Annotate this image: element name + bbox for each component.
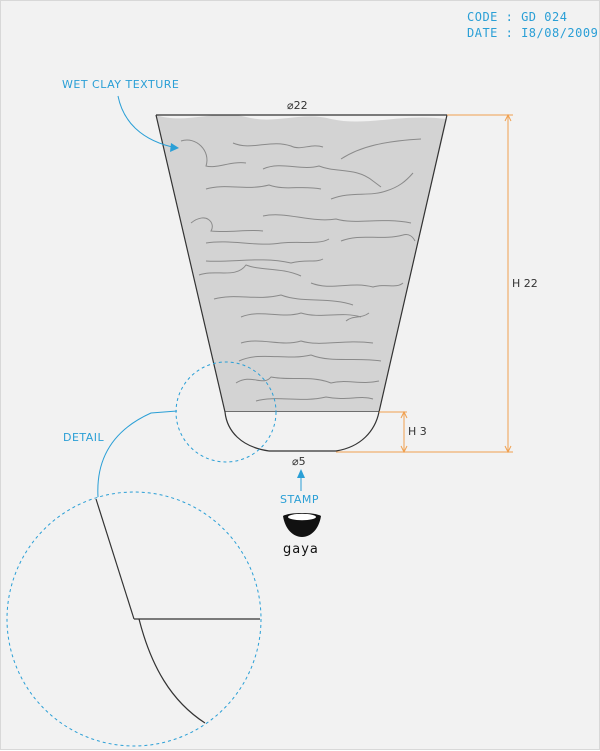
height-dimension-lines bbox=[336, 113, 513, 454]
texture-callout-arrow bbox=[117, 95, 179, 152]
detail-label: DETAIL bbox=[63, 431, 105, 444]
top-diameter-label: ⌀22 bbox=[287, 99, 308, 112]
pot-body bbox=[155, 114, 448, 413]
height-label: H 22 bbox=[512, 277, 538, 290]
gaya-logo: gaya bbox=[283, 513, 321, 557]
stamp-label: STAMP bbox=[280, 493, 319, 506]
texture-label: WET CLAY TEXTURE bbox=[62, 78, 179, 91]
foot-height-label: H 3 bbox=[408, 425, 427, 438]
detail-focus-circle bbox=[175, 361, 277, 463]
detail-magnified-view bbox=[6, 491, 262, 747]
clay-texture-lines bbox=[180, 138, 422, 402]
date-label: DATE : I8/08/2009 bbox=[467, 26, 598, 40]
pot-foot bbox=[224, 411, 380, 452]
stamp-callout-arrow bbox=[297, 469, 305, 491]
gaya-logo-text: gaya bbox=[283, 542, 319, 557]
bottom-diameter-label: ⌀5 bbox=[292, 455, 306, 468]
detail-connector-line bbox=[97, 410, 178, 498]
code-label: CODE : GD 024 bbox=[467, 10, 567, 24]
